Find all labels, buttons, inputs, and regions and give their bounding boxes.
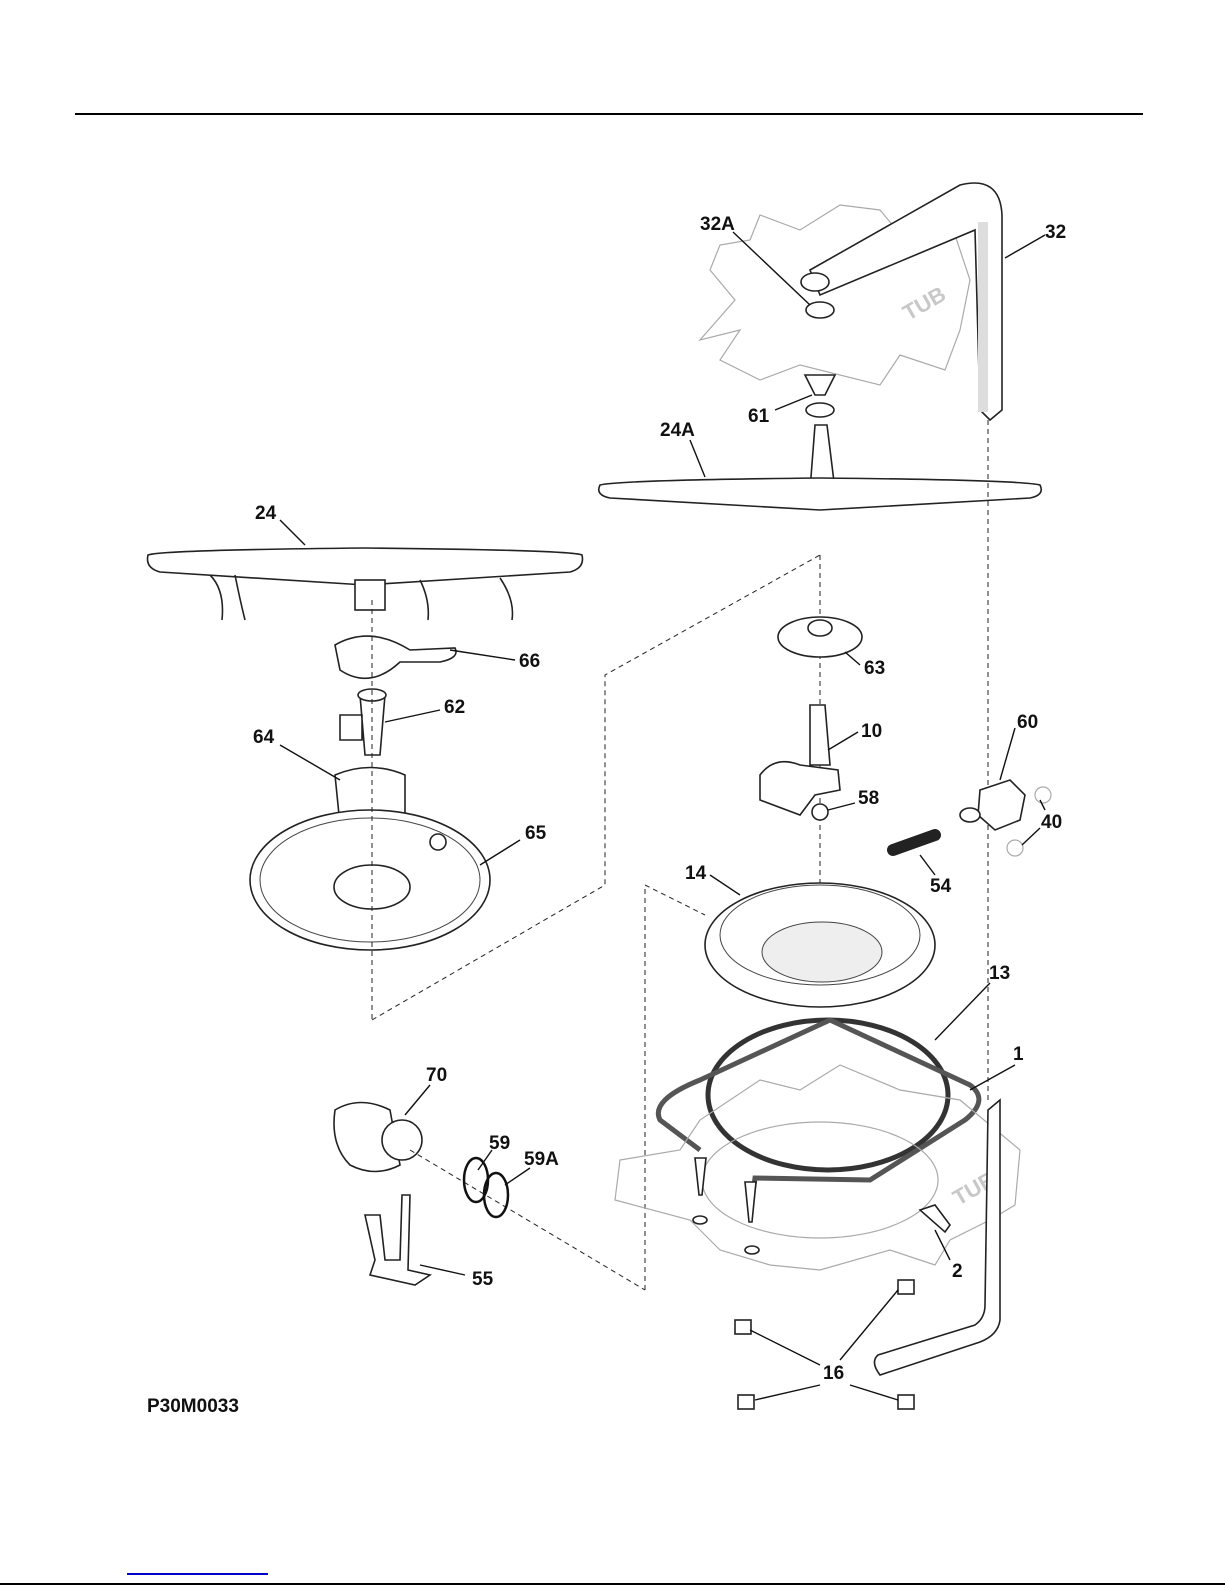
filter-cover-66 [334,635,457,680]
footer-link[interactable] [127,1573,268,1575]
callout-59A: 59A [524,1149,559,1170]
gasket-13 [705,1017,951,1173]
callout-60: 60 [1017,712,1038,733]
callout-63: 63 [864,658,885,679]
clamp-40b [1006,839,1024,857]
callout-65: 65 [525,823,547,844]
lower-spray-arm-24 [146,547,584,586]
callout-54: 54 [930,876,952,897]
callout-32A: 32A [700,214,735,235]
sump-well [761,921,883,983]
washer [744,1245,760,1255]
foot-16 [897,1279,915,1295]
callout-2: 2 [952,1261,963,1282]
tube-end [800,272,830,292]
spray-arm-hub [354,579,386,611]
ring-61 [805,402,835,418]
tub-outline-upper [698,204,971,386]
tube-62 [339,694,386,756]
callout-10: 10 [861,721,882,742]
drain-hose-54 [887,829,941,856]
leader-lines [279,231,1046,1401]
callout-58: 58 [858,788,879,809]
diagram-code: P30M0033 [147,1396,239,1417]
drain-valve-60 [977,779,1026,831]
upper-spray-arm-24A [597,477,1043,511]
callout-40: 40 [1041,812,1062,833]
callout-14: 14 [685,863,707,884]
tube-shade [978,222,988,412]
callout-55: 55 [472,1269,494,1290]
valve-outlet [959,807,981,823]
callout-24: 24 [255,503,277,524]
assembly-line [409,1149,646,1291]
tub-outline-lower [614,1064,1021,1271]
foot-16 [737,1394,755,1410]
foot-16 [734,1319,752,1335]
diverter-cap-63 [777,616,863,658]
sump-inner [719,884,921,986]
assembly-line [644,884,706,1290]
o-ring-59A [482,1171,510,1219]
callout-59: 59 [489,1133,510,1154]
callout-24A: 24A [660,420,695,441]
callout-1: 1 [1013,1044,1024,1065]
callout-13: 13 [989,963,1010,984]
callout-61: 61 [748,406,770,427]
callout-62: 62 [444,697,465,718]
grommet-32A [805,301,835,319]
spray-arm-legs [209,574,514,621]
drain-tube-32-lower [873,1098,1001,1376]
impeller [381,1119,423,1161]
nut-61 [803,374,837,396]
check-ball-58 [811,803,829,821]
motor-70 [333,1101,401,1173]
motor-bracket-55 [364,1194,432,1286]
washer [692,1215,708,1225]
callout-66: 66 [519,651,540,672]
callout-64: 64 [253,727,275,748]
screw-left [694,1157,707,1196]
pump-housing-10 [759,704,841,816]
callout-70: 70 [426,1065,447,1086]
callout-32: 32 [1045,222,1066,243]
heater-1 [656,1017,982,1201]
callout-16: 16 [823,1363,844,1384]
diverter-cap-hub [807,619,833,637]
screw-right [744,1181,757,1223]
foot-16 [897,1394,915,1410]
clamp-40 [1034,786,1052,804]
bracket-2 [918,1204,951,1234]
filter-post [429,833,447,851]
tub-watermark: TUB [898,281,950,325]
fine-filter-rim [259,817,481,943]
